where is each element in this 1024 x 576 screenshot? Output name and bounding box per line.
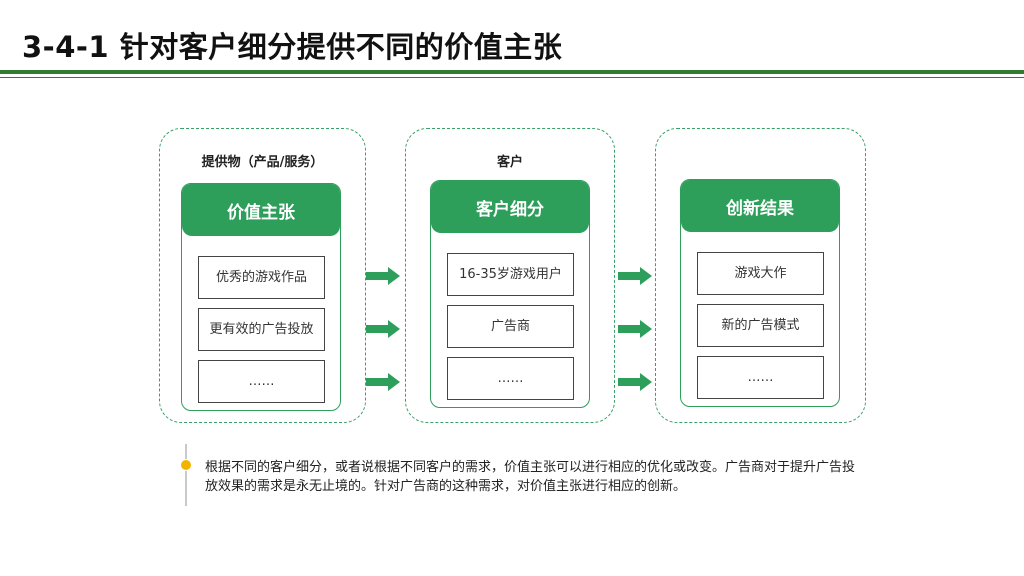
customer-segment-card: 客户细分 16-35岁游戏用户 广告商 …… [430, 180, 590, 408]
right-arrow-icon [618, 320, 652, 338]
right-arrow-icon [618, 267, 652, 285]
page-title: 3-4-1 针对客户细分提供不同的价值主张 [22, 30, 563, 64]
list-item: …… [198, 360, 325, 403]
card-header: 创新结果 [681, 180, 839, 232]
list-item: 16-35岁游戏用户 [447, 253, 574, 296]
panel-offering: 提供物（产品/服务） 价值主张 优秀的游戏作品 更有效的广告投放 …… [159, 128, 366, 423]
value-proposition-card: 价值主张 优秀的游戏作品 更有效的广告投放 …… [181, 183, 341, 411]
note-text: 根据不同的客户细分，或者说根据不同客户的需求，价值主张可以进行相应的优化或改变。… [205, 460, 856, 494]
list-item: …… [447, 357, 574, 400]
right-arrow-icon [618, 373, 652, 391]
right-arrow-icon [366, 320, 400, 338]
list-item: 优秀的游戏作品 [198, 256, 325, 299]
card-header: 价值主张 [182, 184, 340, 236]
title-rule-thick [0, 70, 1024, 74]
card-header: 客户细分 [431, 181, 589, 233]
panel-result: 创新结果 游戏大作 新的广告模式 …… [655, 128, 866, 423]
right-arrow-icon [366, 373, 400, 391]
panel-customer: 客户 客户细分 16-35岁游戏用户 广告商 …… [405, 128, 615, 423]
title-rule-thin [0, 77, 1024, 78]
panel-label: 提供物（产品/服务） [201, 155, 324, 170]
list-item: …… [697, 356, 824, 399]
panel-label: 客户 [496, 155, 523, 170]
right-arrow-icon [366, 267, 400, 285]
bullet-dot-icon [180, 459, 192, 471]
innovation-result-card: 创新结果 游戏大作 新的广告模式 …… [680, 179, 840, 407]
note-divider [185, 444, 187, 506]
list-item: 新的广告模式 [697, 304, 824, 347]
list-item: 更有效的广告投放 [198, 308, 325, 351]
list-item: 游戏大作 [697, 252, 824, 295]
list-item: 广告商 [447, 305, 574, 348]
